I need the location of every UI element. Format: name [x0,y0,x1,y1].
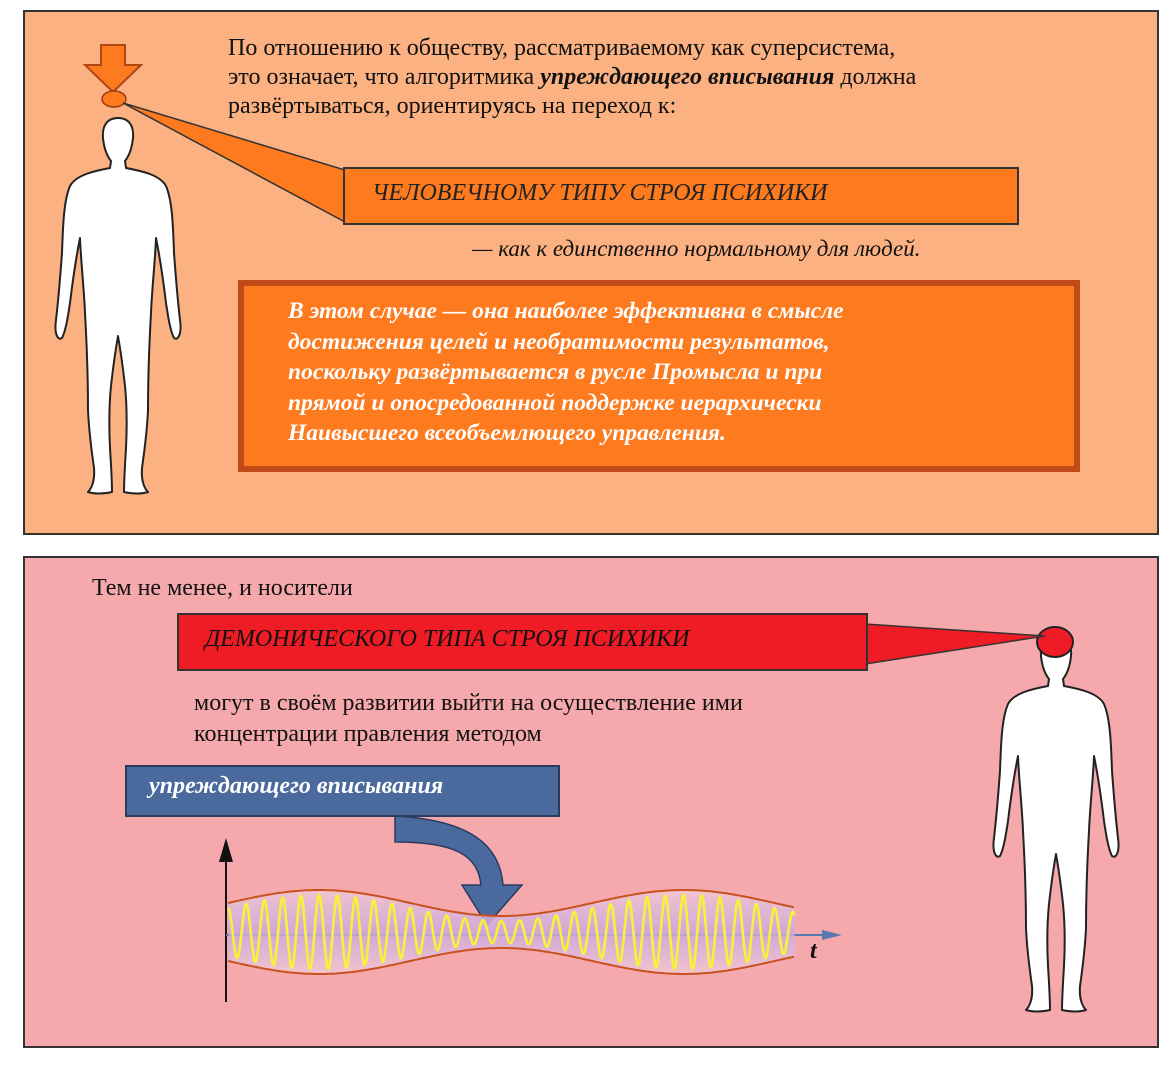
x-axis-arrowhead [822,930,842,940]
head-target-top [101,90,127,108]
method-arrow [394,815,524,927]
human-silhouette-icon [54,117,182,495]
intro-text: По отношению к обществу, рассматриваемом… [228,34,1148,121]
time-axis-label: t [810,938,817,964]
lead-text: Тем не менее, и носители [92,575,353,601]
normal-note: — как к единственно нормальному для люде… [472,236,921,261]
callout-human-type: ЧЕЛОВЕЧНОМУ ТИПУ СТРОЯ ПСИХИКИ [372,180,828,206]
effect-line: прямой и опосредованной поддержке иерарх… [288,389,822,416]
wave-envelope-bottom [227,947,795,975]
intro-line-3: развёртываться, ориентируясь на переход … [228,93,677,119]
human-silhouette-icon [992,635,1120,1013]
body-text: могут в своём развитии выйти на осуществ… [194,688,994,750]
effect-box [238,280,1080,472]
intro-emphasis: упреждающего вписывания [540,64,835,90]
head-target-bottom [1036,626,1074,658]
body-line-2: концентрации правления методом [194,721,542,747]
effect-line: В этом случае — она наиболее эффективна … [288,298,844,324]
effect-line: Наивысшего всеобъемлющего управления. [288,420,726,446]
intro-line-2: это означает, что алгоритмика упреждающе… [228,63,1148,92]
effect-line: достижения целей и необратимости результ… [288,328,830,355]
intro-line-2-start: это означает, что алгоритмика [228,64,541,90]
effect-line: поскольку развёртывается в русле Промысл… [288,359,823,385]
effect-text: В этом случае — она наиболее эффективна … [288,296,1078,449]
y-axis-arrowhead [219,838,233,862]
intro-line-1: По отношению к обществу, рассматриваемом… [228,35,896,61]
callout-box-top [343,167,1019,225]
callout-pointer-bottom [864,623,1046,665]
oscillation-wave [227,892,796,972]
down-arrow-icon [82,44,144,94]
body-line-1: могут в своём развитии выйти на осуществ… [194,690,743,716]
callout-demonic-type: ДЕМОНИЧЕСКОГО ТИПА СТРОЯ ПСИХИКИ [205,626,690,652]
method-label-box [125,765,560,817]
method-label: упреждающего вписывания [149,773,444,799]
wave-envelope-top [227,889,795,917]
callout-box-bottom [177,613,868,671]
intro-line-2-end: должна [834,64,917,90]
